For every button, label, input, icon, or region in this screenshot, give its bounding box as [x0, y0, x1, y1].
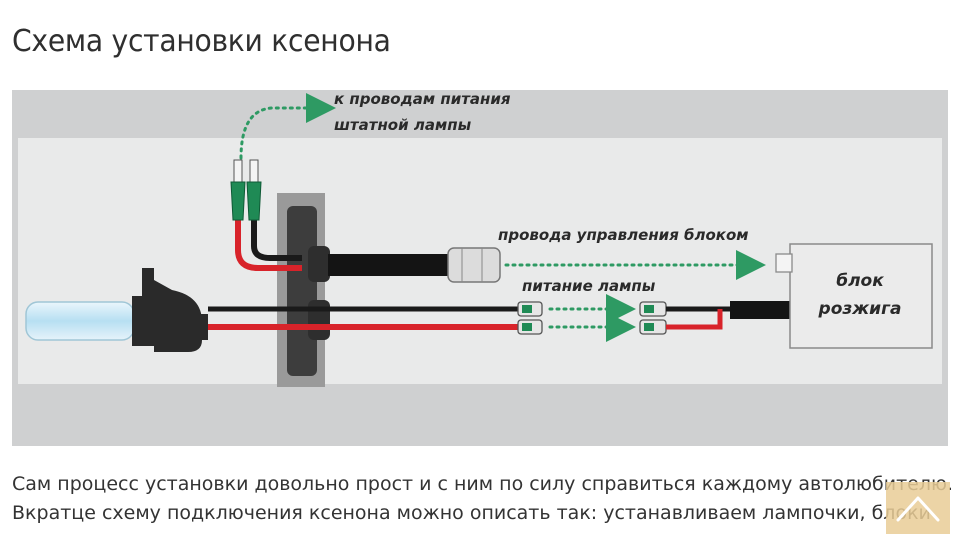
xenon-bulb [25, 301, 135, 341]
page-title: Схема установки ксенона [12, 24, 391, 59]
label-control-wires: провода управления блоком [498, 226, 749, 244]
ignition-block [789, 243, 933, 349]
dotted-arrow-power [239, 93, 336, 160]
article-paragraph: Сам процесс установки довольно прост и с… [12, 470, 952, 528]
article-line-1: Сам процесс установки довольно прост и с… [12, 473, 952, 495]
xenon-installation-diagram: к проводам питания штатной лампы провода… [12, 90, 948, 446]
label-power-wires-2: штатной лампы [334, 116, 472, 134]
label-power-wires-1: к проводам питания [334, 90, 511, 108]
chevron-up-icon [896, 496, 940, 522]
label-lamp-power: питание лампы [522, 277, 656, 295]
label-ignition-2: розжига [818, 299, 902, 319]
label-ignition-1: блок [836, 271, 884, 291]
control-connector [447, 247, 501, 283]
article-line-2: Вкратце схему подключения ксенона можно … [12, 502, 931, 524]
scroll-to-top-button[interactable] [886, 482, 950, 534]
